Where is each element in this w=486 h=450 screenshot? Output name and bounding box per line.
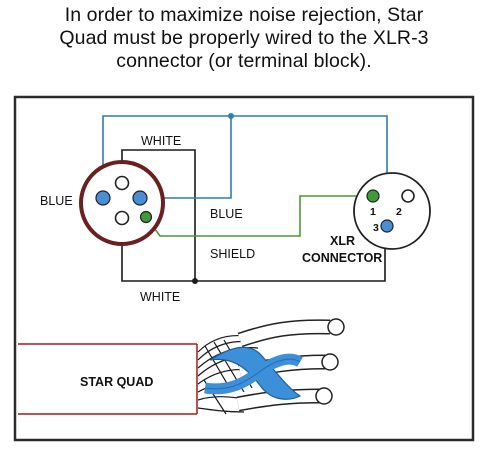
label-white-top: WHITE (141, 134, 181, 148)
white-pin-top (114, 175, 130, 191)
label-white-bottom: WHITE (140, 290, 180, 304)
label-star-quad: STAR QUAD (80, 375, 153, 389)
xlr-pin-3 (380, 219, 394, 233)
star-quad-cable: STAR QUAD (18, 318, 345, 415)
shield-wire (145, 195, 373, 237)
heading-line-2: Quad must be properly wired to the XLR-3 (59, 27, 429, 49)
xlr-connector (353, 172, 431, 250)
heading-line-1: In order to maximize noise rejection, St… (64, 4, 424, 26)
label-connector: CONNECTOR (302, 251, 382, 265)
shield-pin (139, 210, 153, 224)
label-xlr: XLR (330, 234, 355, 248)
heading: In order to maximize noise rejection, St… (8, 4, 480, 73)
heading-line-3: connector (or terminal block). (116, 50, 372, 72)
white-pin-bottom (114, 210, 130, 226)
blue-junction-dot (228, 113, 234, 119)
blue-conductors-wire (102, 115, 388, 199)
xlr-pin-2 (401, 189, 415, 203)
label-pin-2: 2 (396, 206, 402, 218)
star-quad-connector (79, 160, 165, 246)
xlr-pin-1 (366, 189, 380, 203)
diagram-frame (13, 95, 475, 442)
white-junction-dot (192, 278, 198, 284)
label-pin-1: 1 (370, 206, 376, 218)
blue-pin-left (95, 190, 111, 206)
label-blue-left: BLUE (40, 194, 73, 208)
label-shield: SHIELD (210, 247, 255, 261)
label-pin-3: 3 (373, 222, 379, 234)
blue-pin-right (132, 190, 148, 206)
label-blue-wire: BLUE (210, 207, 243, 221)
